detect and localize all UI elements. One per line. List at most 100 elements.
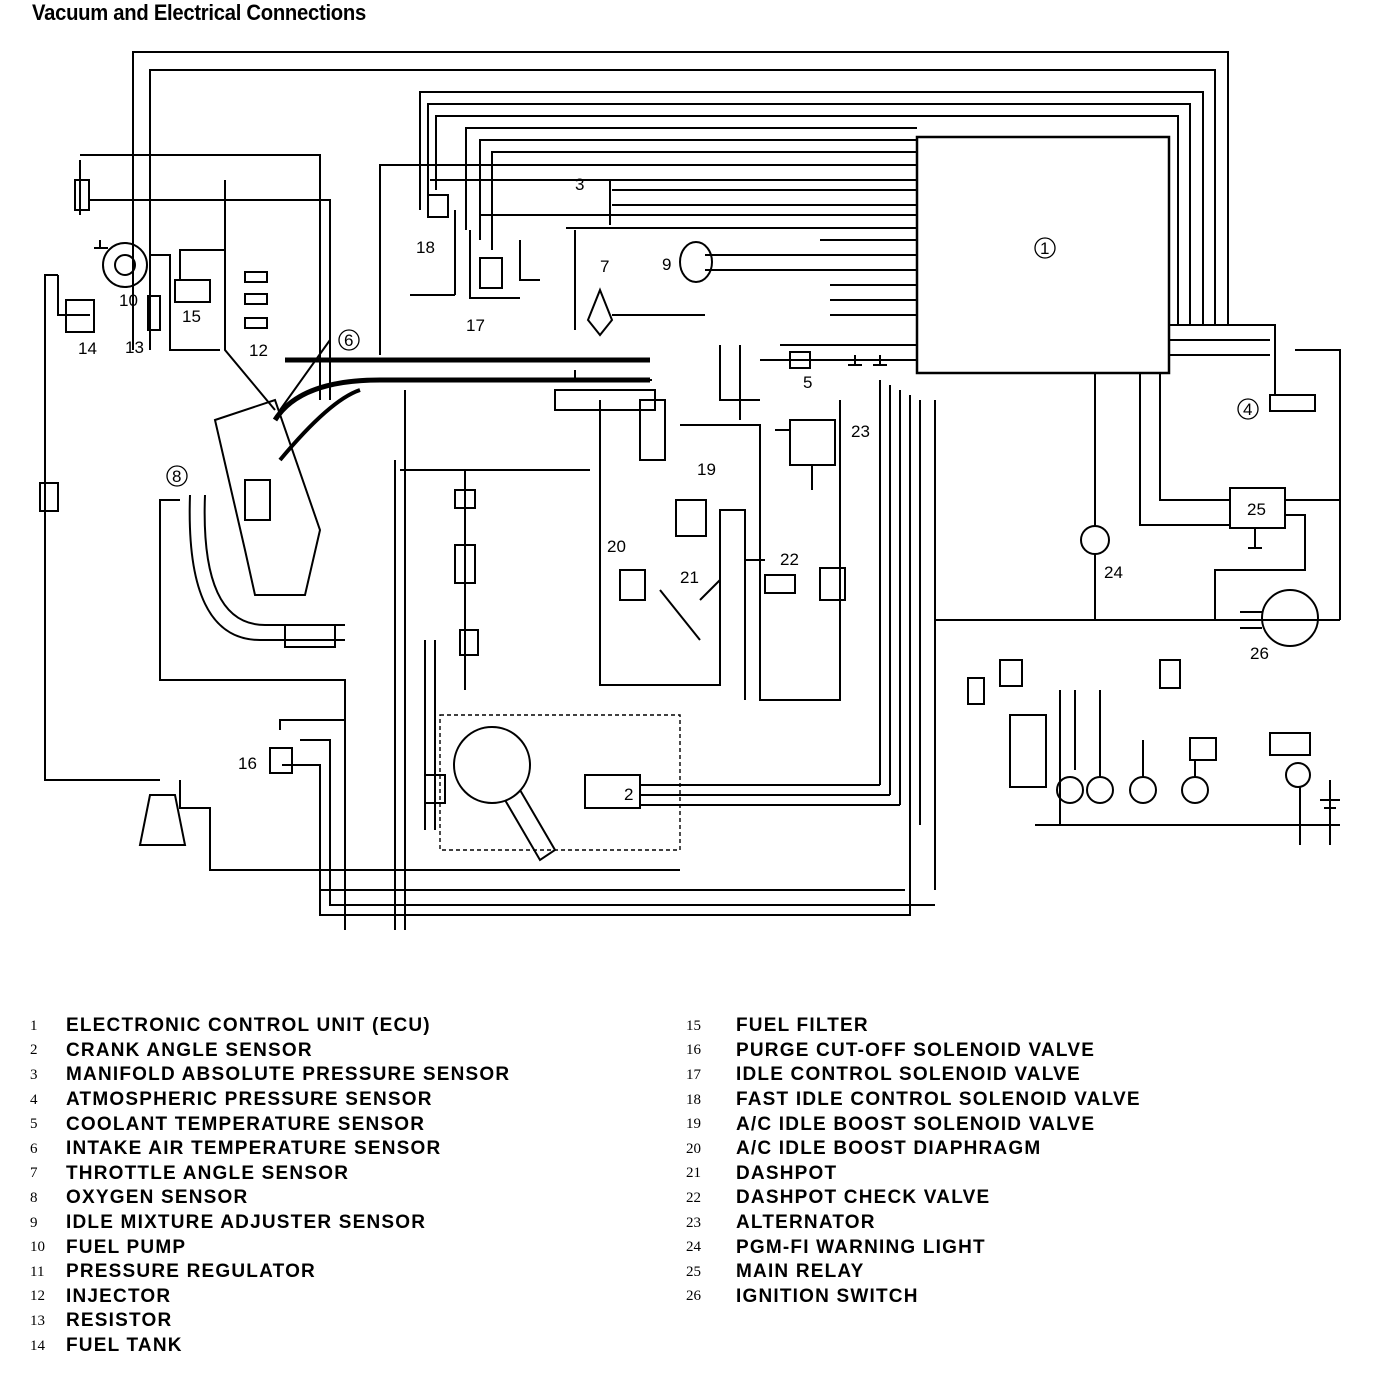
legend-number: 10 [30,1239,45,1256]
legend-number: 21 [686,1165,701,1182]
legend-label: DASHPOT [736,1162,838,1184]
legend-number: 24 [686,1239,701,1256]
legend-label: FUEL PUMP [66,1236,187,1258]
legend-label: PURGE CUT-OFF SOLENOID VALVE [736,1039,1096,1061]
legend-item: 25 MAIN RELAY [686,1260,1141,1285]
legend-number: 1 [30,1017,38,1034]
callout-5: 5 [803,373,812,392]
wiring-diagram: 1 2 3 4 5 6 7 8 9 10 12 13 14 15 16 17 1… [39,51,1341,930]
exhaust-pipe [159,494,346,930]
legend-number: 2 [30,1042,38,1059]
legend-number: 9 [30,1214,38,1231]
acidle-dashpot [599,399,846,701]
legend-item: 8 OXYGEN SENSOR [30,1186,510,1211]
left-vacuum-lines [39,154,331,781]
legend-item: 4 ATMOSPHERIC PRESSURE SENSOR [30,1088,510,1113]
callout-3: 3 [575,175,584,194]
callout-12: 12 [249,341,268,360]
legend-number: 17 [686,1066,701,1083]
legend-label: ALTERNATOR [736,1212,876,1234]
legend-label: FAST IDLE CONTROL SOLENOID VALVE [736,1089,1141,1111]
legend-number: 14 [30,1337,45,1354]
bottom-harness [138,380,936,916]
callout-17: 17 [466,316,485,335]
callout-14: 14 [78,339,97,358]
legend-label: A/C IDLE BOOST DIAPHRAGM [736,1138,1042,1160]
legend-label: COOLANT TEMPERATURE SENSOR [66,1113,426,1135]
legend-number: 7 [30,1165,38,1182]
legend-label: MAIN RELAY [736,1261,865,1283]
callout-19: 19 [697,460,716,479]
callout-2: 2 [624,785,633,804]
callout-26: 26 [1250,644,1269,663]
legend-label: IDLE CONTROL SOLENOID VALVE [736,1064,1081,1086]
legend-item: 2 CRANK ANGLE SENSOR [30,1039,510,1064]
center-vacuum [394,390,590,930]
legend-item: 12 INJECTOR [30,1285,510,1310]
callout-1: 1 [1040,239,1049,258]
legend-label: CRANK ANGLE SENSOR [66,1039,313,1061]
legend-item: 19 A/C IDLE BOOST SOLENOID VALVE [686,1112,1141,1137]
legend-number: 11 [30,1263,45,1280]
legend-label: FUEL FILTER [736,1015,869,1037]
callouts: 1 2 3 4 5 6 7 8 9 10 12 13 14 15 16 17 1… [78,175,1269,804]
legend-item: 9 IDLE MIXTURE ADJUSTER SENSOR [30,1211,510,1236]
legend-label: FUEL TANK [66,1335,183,1357]
ignition-switch-26 [1240,589,1319,647]
callout-20: 20 [607,537,626,556]
warning-light-24 [1080,373,1110,620]
legend-label: ATMOSPHERIC PRESSURE SENSOR [66,1089,433,1111]
legend-item: 18 FAST IDLE CONTROL SOLENOID VALVE [686,1088,1141,1113]
coolant-sensor-5 [770,351,887,369]
callout-6: 6 [344,331,353,350]
legend-label: DASHPOT CHECK VALVE [736,1187,991,1209]
callout-8: 8 [172,467,181,486]
page-title: Vacuum and Electrical Connections [32,0,366,25]
alternator-23 [775,419,836,490]
legend-label: IGNITION SWITCH [736,1285,919,1307]
legend-label: MANIFOLD ABSOLUTE PRESSURE SENSOR [66,1064,511,1086]
legend-number: 15 [686,1017,701,1034]
callout-16: 16 [238,754,257,773]
legend-item: 24 PGM-FI WARNING LIGHT [686,1235,1141,1260]
legend-item: 5 COOLANT TEMPERATURE SENSOR [30,1112,510,1137]
fuel-filter-15 [174,249,226,340]
legend-number: 19 [686,1116,701,1133]
atmo-sensor-4 [1169,324,1341,620]
fuel-pump-10 [102,242,220,351]
legend-number: 5 [30,1116,38,1133]
legend-item: 14 FUEL TANK [30,1334,510,1359]
legend-label: OXYGEN SENSOR [66,1187,249,1209]
legend-label: INJECTOR [66,1285,172,1307]
callout-10: 10 [119,291,138,310]
legend-number: 12 [30,1288,45,1305]
legend-label: IDLE MIXTURE ADJUSTER SENSOR [66,1212,427,1234]
legend-label: INTAKE AIR TEMPERATURE SENSOR [66,1138,442,1160]
legend-number: 18 [686,1091,701,1108]
legend-number: 22 [686,1189,701,1206]
callout-7: 7 [600,257,609,276]
legend-number: 8 [30,1189,38,1206]
callout-25: 25 [1247,500,1266,519]
injectors-12 [224,180,331,411]
legend-number: 25 [686,1263,701,1280]
legend-label: A/C IDLE BOOST SOLENOID VALVE [736,1113,1096,1135]
top-harness [132,51,1229,361]
legend-item: 7 THROTTLE ANGLE SENSOR [30,1162,510,1187]
legend-number: 4 [30,1091,38,1108]
legend-item: 21 DASHPOT [686,1162,1141,1187]
callout-23: 23 [851,422,870,441]
legend-number: 13 [30,1312,45,1329]
legend-label: PGM-FI WARNING LIGHT [736,1236,986,1258]
legend-label: THROTTLE ANGLE SENSOR [66,1162,350,1184]
throttle-area [519,179,760,420]
